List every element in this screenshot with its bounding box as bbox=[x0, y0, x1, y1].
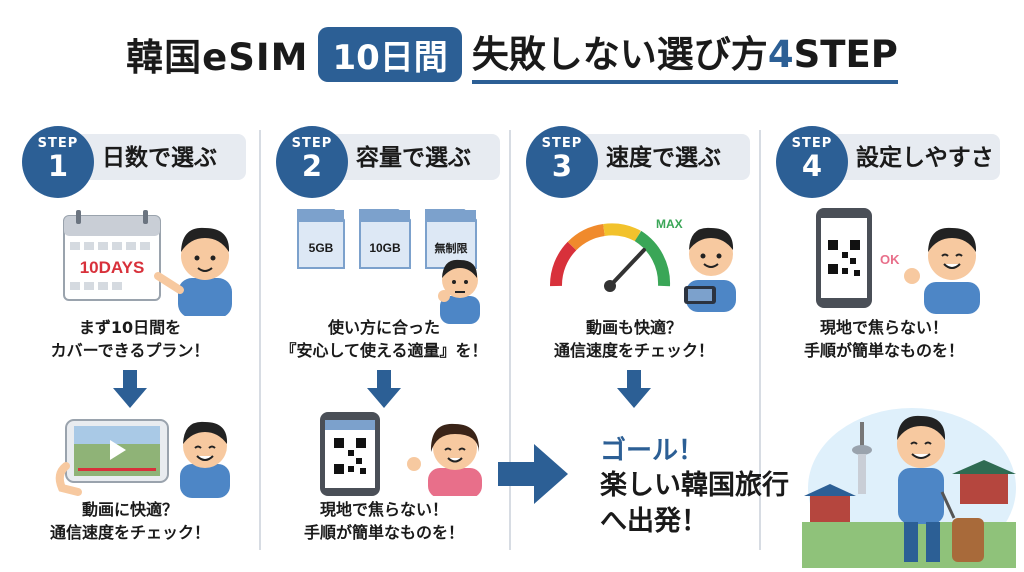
step-number: 3 bbox=[551, 149, 573, 183]
step-number: 1 bbox=[47, 149, 69, 183]
step-title: 設定しやすさ bbox=[856, 145, 994, 171]
speed-gauge-illustration: MAX bbox=[549, 217, 736, 312]
title-part2-text: 失敗しない選び方 bbox=[471, 33, 768, 76]
step-2-column: STEP 2 容量で選ぶ 5GB 10GB 無制限 使 bbox=[264, 120, 504, 542]
step-badge: STEP 4 bbox=[776, 126, 848, 198]
sub-caption: 動画に快適？ 通信速度をチェック！ bbox=[10, 498, 250, 544]
step-4-header: STEP 4 設定しやすさ bbox=[764, 120, 1004, 198]
calendar-icon: 10DAYS bbox=[63, 210, 161, 301]
arrow-down-icon bbox=[617, 370, 651, 408]
video-illustration bbox=[55, 419, 230, 498]
arrow-right-icon bbox=[498, 444, 568, 504]
caption-line: 現地で焦らない！ bbox=[319, 500, 448, 519]
column-divider bbox=[509, 130, 511, 550]
step-4-column: STEP 4 設定しやすさ OK 現地で焦らない！ 手順が簡単なものを！ bbox=[764, 120, 1004, 360]
caption-line: 通信速度をチェック！ bbox=[553, 341, 714, 360]
step-word: STEP bbox=[291, 136, 333, 151]
step-word: STEP bbox=[37, 136, 79, 151]
step-title: 日数で選ぶ bbox=[102, 145, 217, 171]
page-title: 韓国eSIM 10日間 失敗しない選び方4STEP bbox=[0, 22, 1024, 86]
tablet-video-icon bbox=[55, 419, 169, 496]
step-word: STEP bbox=[541, 136, 583, 151]
step-word: STEP bbox=[791, 136, 833, 151]
man-pointing-icon bbox=[154, 227, 232, 316]
goal-line: へ出発！ bbox=[600, 506, 708, 537]
phone-qr-illustration bbox=[320, 412, 482, 496]
step-1-column: STEP 1 日数で選ぶ 10DAYS まず10日間を カバーできる bbox=[10, 120, 250, 542]
man-with-suitcase-icon bbox=[897, 415, 984, 562]
step-caption: 現地で焦らない！ 手順が簡単なものを！ bbox=[764, 316, 1004, 362]
step-number: 4 bbox=[801, 149, 823, 183]
caption-line: 動画に快適？ bbox=[81, 500, 178, 519]
man-ok-sign-icon bbox=[904, 227, 980, 314]
suitcase-icon bbox=[952, 518, 984, 562]
title-part1: 韓国eSIM bbox=[126, 36, 309, 79]
title-step: STEP bbox=[793, 33, 898, 76]
palace-icon bbox=[804, 460, 1016, 522]
goal-heading: ゴール！ bbox=[600, 436, 705, 466]
step-3-column: STEP 3 速度で選ぶ MAX 動画も快適？ 通信速度をチェック！ bbox=[514, 120, 754, 408]
caption-line: 手順が簡単なものを！ bbox=[803, 341, 964, 360]
goal-text: 楽しい韓国旅行 へ出発！ bbox=[600, 468, 789, 540]
plan-label: 無制限 bbox=[435, 241, 468, 255]
caption-line: 現地で焦らない！ bbox=[819, 318, 948, 337]
step-title: 容量で選ぶ bbox=[356, 145, 471, 171]
man-with-phone-icon bbox=[684, 227, 736, 312]
title-pill: 10日間 bbox=[318, 26, 462, 82]
caption-line: まず10日間を bbox=[78, 318, 182, 337]
goal-line: 楽しい韓国旅行 bbox=[600, 470, 789, 501]
step-3-header: STEP 3 速度で選ぶ bbox=[514, 120, 754, 198]
sub-caption: 現地で焦らない！ 手順が簡単なものを！ bbox=[264, 498, 504, 544]
calendar-label: 10DAYS bbox=[80, 258, 145, 277]
traveler-illustration bbox=[802, 408, 1016, 568]
sim-card-icon: 10GB bbox=[359, 209, 411, 269]
woman-waving-icon bbox=[407, 423, 482, 496]
step-caption: 動画も快適？ 通信速度をチェック！ bbox=[514, 316, 754, 362]
ok-label: OK bbox=[880, 252, 900, 267]
gauge-label: MAX bbox=[656, 217, 683, 231]
plan-label: 10GB bbox=[369, 241, 401, 255]
step-caption: まず10日間を カバーできるプラン！ bbox=[10, 316, 250, 362]
step-badge: STEP 2 bbox=[276, 126, 348, 198]
title-part2: 失敗しない選び方4STEP bbox=[471, 24, 898, 84]
seoul-tower-icon bbox=[852, 422, 872, 494]
calendar-illustration: 10DAYS bbox=[63, 210, 232, 316]
step-title: 速度で選ぶ bbox=[606, 145, 721, 171]
sim-card-icon: 5GB bbox=[297, 209, 345, 269]
step-number: 2 bbox=[301, 149, 323, 183]
step-1-header: STEP 1 日数で選ぶ bbox=[10, 120, 250, 198]
arrow-down-icon bbox=[367, 370, 401, 408]
caption-line: 通信速度をチェック！ bbox=[49, 523, 210, 542]
phone-ok-illustration: OK bbox=[816, 208, 980, 314]
man-smiling-icon bbox=[180, 421, 230, 498]
arrow-down-icon bbox=[113, 370, 147, 408]
step-badge: STEP 3 bbox=[526, 126, 598, 198]
play-icon bbox=[110, 440, 126, 460]
title-four: 4 bbox=[767, 33, 794, 76]
step-badge: STEP 1 bbox=[22, 126, 94, 198]
caption-line: 『安心して使える適量』を！ bbox=[280, 341, 488, 360]
caption-line: 動画も快適？ bbox=[585, 318, 682, 337]
step-caption: 使い方に合った 『安心して使える適量』を！ bbox=[264, 316, 504, 362]
data-plan-cards-illustration: 5GB 10GB 無制限 bbox=[297, 209, 480, 324]
caption-line: 手順が簡単なものを！ bbox=[303, 523, 464, 542]
caption-line: 使い方に合った bbox=[327, 318, 440, 337]
man-thinking-icon bbox=[438, 259, 480, 324]
sim-card-icon: 無制限 bbox=[425, 209, 477, 269]
speed-gauge-icon: MAX bbox=[549, 217, 683, 292]
plan-label: 5GB bbox=[309, 241, 334, 255]
column-divider bbox=[759, 130, 761, 550]
phone-qr-icon bbox=[816, 208, 872, 308]
step-2-header: STEP 2 容量で選ぶ bbox=[264, 120, 504, 198]
caption-line: カバーできるプラン！ bbox=[50, 341, 210, 360]
phone-qr-icon bbox=[320, 412, 380, 496]
column-divider bbox=[259, 130, 261, 550]
